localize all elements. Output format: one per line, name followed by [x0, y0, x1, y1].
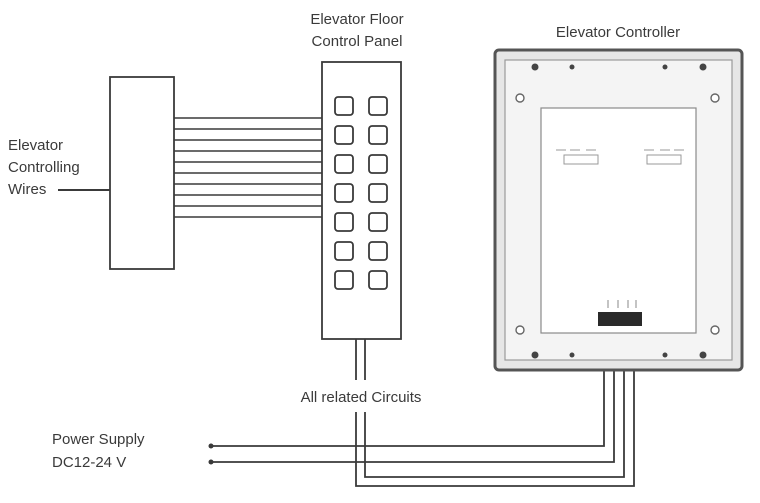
- floor-button: [334, 241, 354, 261]
- controller-screw-holes: [515, 93, 720, 335]
- floor-button: [334, 183, 354, 203]
- controller-mount-points: [531, 63, 707, 359]
- elevator-controller: [493, 48, 744, 372]
- wires-label-line2: Controlling: [8, 159, 80, 176]
- board-components: [556, 149, 684, 165]
- controller-circuit-board: [540, 107, 697, 334]
- terminal-pins: [607, 300, 637, 308]
- wires-label-line3: Wires: [8, 181, 46, 198]
- wire-junction-box: [109, 76, 175, 270]
- power-voltage-label: DC12-24 V: [52, 454, 126, 471]
- floor-button: [368, 96, 388, 116]
- power-supply-label: Power Supply: [52, 431, 145, 448]
- floor-button: [334, 154, 354, 174]
- floor-panel-title-line1: Elevator Floor: [310, 11, 403, 28]
- floor-button: [334, 125, 354, 145]
- floor-button: [334, 212, 354, 232]
- floor-button-grid: [334, 96, 388, 290]
- floor-button: [368, 212, 388, 232]
- controller-terminal-block: [598, 312, 642, 326]
- floor-button: [368, 270, 388, 290]
- floor-button: [368, 183, 388, 203]
- floor-panel-title-line2: Control Panel: [312, 33, 403, 50]
- floor-button: [334, 96, 354, 116]
- floor-button: [334, 270, 354, 290]
- panel-circuit-wires: [355, 325, 635, 487]
- floor-control-panel: [321, 61, 402, 340]
- controller-title: Elevator Controller: [556, 24, 680, 41]
- floor-button: [368, 241, 388, 261]
- floor-button: [368, 125, 388, 145]
- controlling-wire-bundle: [174, 117, 322, 218]
- floor-button: [368, 154, 388, 174]
- wires-label-line1: Elevator: [8, 137, 63, 154]
- circuits-label: All related Circuits: [301, 389, 422, 406]
